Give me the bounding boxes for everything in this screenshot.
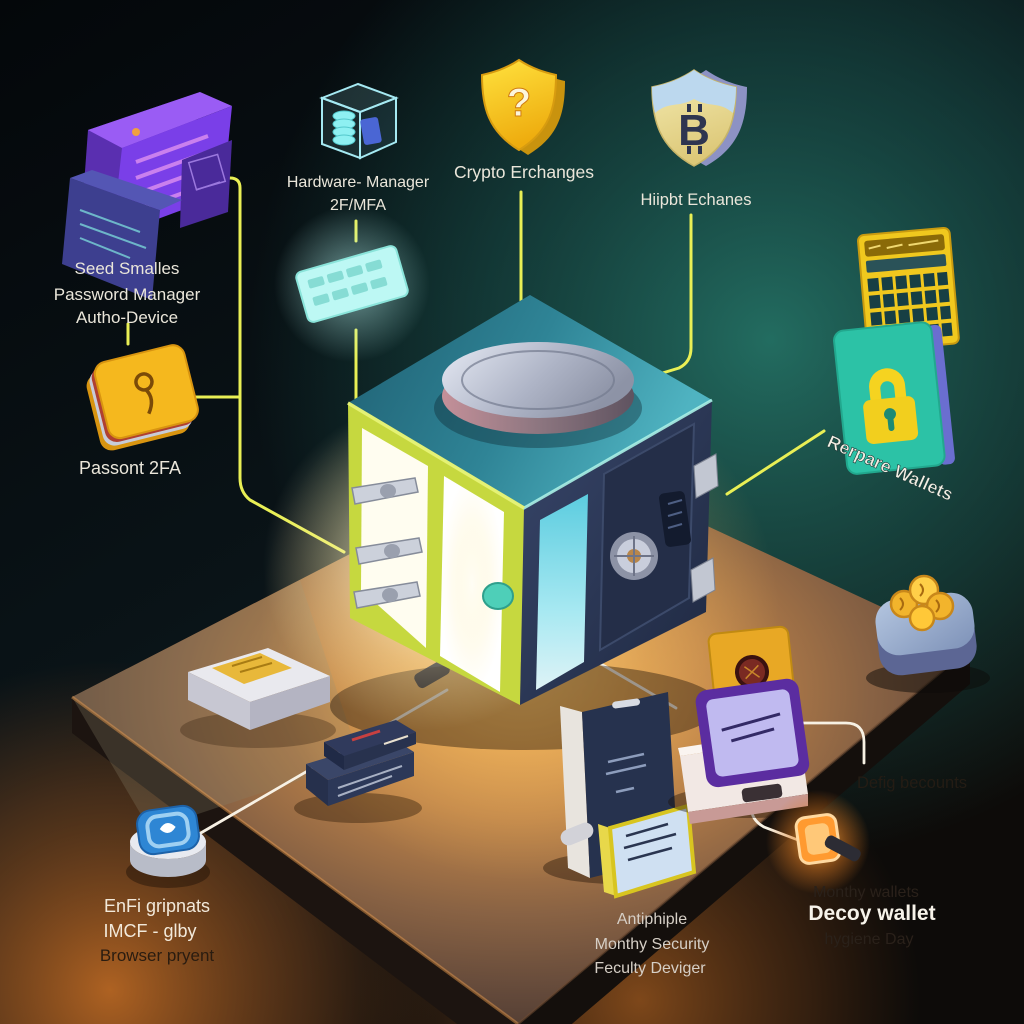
label-defig: Defig becounts [857, 774, 967, 792]
bitcoin-shield-icon: B [651, 69, 747, 167]
label-enfi-line2: IMCF - glby [103, 921, 196, 941]
vault-right-hinge-top [693, 453, 719, 499]
vault [263, 295, 720, 750]
label-hygiene: hygiene Day [825, 931, 914, 948]
connector-defig [788, 721, 866, 765]
indigo-device-lower [62, 178, 160, 300]
browser-app-icon [136, 804, 200, 856]
blue-chip-icon [360, 117, 382, 145]
label-enfi-line3: Browser pryent [100, 946, 215, 965]
label-anti-line2: Monthy Security [595, 936, 710, 953]
usb-drive [766, 790, 870, 894]
label-seed-line1: Seed Smalles [75, 259, 180, 278]
terminal-screen [695, 678, 810, 788]
dark-book-stack [294, 720, 422, 823]
bitcoin-symbol: B [678, 104, 710, 155]
server-coil-icon [332, 110, 356, 146]
question-mark-glyph: ? [507, 81, 531, 125]
label-passont: Passont 2FA [79, 458, 181, 478]
purple-ledger-device [62, 92, 232, 300]
vault-keypad [659, 491, 691, 547]
usb-stick [824, 835, 861, 862]
label-crypto: Crypto Erchanges [454, 162, 594, 182]
vault-cyan-strip [536, 494, 588, 690]
label-hardware-line2: 2F/MFA [330, 197, 386, 214]
locked-card-icon [833, 321, 955, 475]
label-anti-line1: Antiphiple [617, 911, 687, 928]
connector-rerpare [725, 429, 826, 496]
vault-right-hinge-bottom [690, 557, 716, 603]
gold-coins [889, 574, 955, 632]
shield-blue-band [652, 70, 736, 113]
card-slot [741, 783, 783, 803]
keyhole-icon [134, 372, 154, 415]
payment-terminal [668, 678, 828, 824]
coin-pedestal [866, 574, 990, 693]
tent-sign [598, 803, 697, 899]
tent-sign-face [607, 803, 697, 899]
question-shield-icon: ? [480, 58, 565, 155]
label-anti-line3: Feculty Deviger [594, 960, 706, 977]
padlock-icon [863, 368, 919, 444]
hardware-wallet-bar [274, 206, 430, 362]
vault-green-knob [482, 582, 514, 610]
vault-hinges [351, 477, 423, 609]
battery-cylinder [560, 822, 594, 846]
browser-app-puck [126, 804, 210, 888]
label-hardware-line1: Hardware- Manager [287, 174, 430, 191]
label-seed-line2: Password Manager [54, 285, 201, 304]
label-seed-line3: Autho-Device [76, 308, 178, 327]
glass-cube-icon [319, 82, 399, 160]
label-decoy: Decoy wallet [808, 902, 935, 925]
label-monthy: Monthy wallets [813, 884, 919, 901]
key-folder-icon [86, 344, 199, 451]
connector-hipbot [654, 213, 693, 377]
connector-seed-device [181, 176, 346, 554]
label-hipbot: Hiipbt Echanes [641, 191, 752, 209]
vault-top-knob [434, 342, 642, 448]
svg-text:B: B [678, 106, 710, 155]
white-book [180, 648, 336, 748]
label-enfi-line1: EnFi gripnats [104, 896, 210, 916]
